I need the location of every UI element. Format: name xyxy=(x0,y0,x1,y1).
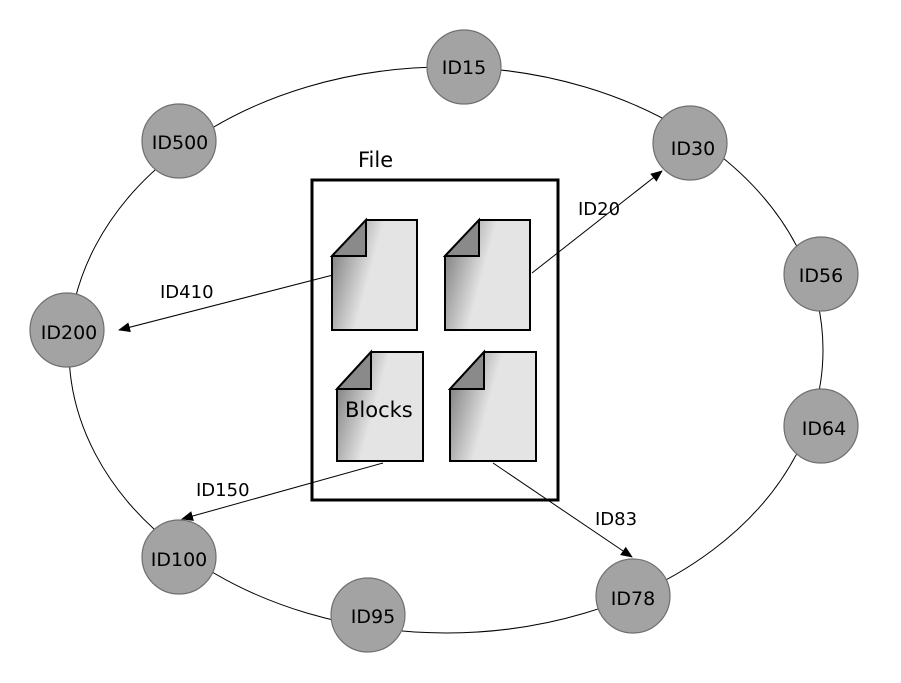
block-document-1 xyxy=(329,217,418,331)
ring-node-id78-label: ID78 xyxy=(611,588,655,610)
ring-node-id15: ID15 xyxy=(426,29,502,105)
ring-node-id100-label: ID100 xyxy=(151,549,208,571)
arrow-id83: ID83 xyxy=(492,462,637,558)
ring-node-id200: ID200 xyxy=(29,292,105,368)
ring-node-id78: ID78 xyxy=(595,558,671,634)
block-document-4 xyxy=(447,349,537,462)
ring-node-id30-label: ID30 xyxy=(671,138,715,160)
arrow-id150-label: ID150 xyxy=(196,480,250,501)
blocks-label: Blocks xyxy=(345,398,413,422)
ring-node-id56-label: ID56 xyxy=(799,265,843,287)
ring-node-id100: ID100 xyxy=(141,519,217,595)
ring-node-id15-label: ID15 xyxy=(442,57,486,79)
ring-node-id500-label: ID500 xyxy=(152,132,209,154)
ring-node-id64: ID64 xyxy=(783,388,859,464)
ring-node-id500: ID500 xyxy=(141,103,217,179)
arrow-id20-line xyxy=(531,170,663,274)
arrow-id410: ID410 xyxy=(118,274,334,333)
arrow-id410-line xyxy=(118,274,334,333)
ring-node-id56: ID56 xyxy=(783,236,859,312)
arrow-id20-label: ID20 xyxy=(578,199,620,220)
arrow-id150: ID150 xyxy=(181,462,384,521)
arrow-id83-label: ID83 xyxy=(595,509,637,530)
ring-node-id95-label: ID95 xyxy=(351,606,395,628)
ring-node-id64-label: ID64 xyxy=(802,418,846,440)
block-document-3 xyxy=(334,349,424,462)
arrow-id20: ID20 xyxy=(531,170,663,274)
block-document-2 xyxy=(442,217,531,331)
ring-node-id95: ID95 xyxy=(330,577,406,653)
ring-node-id200-label: ID200 xyxy=(41,322,98,344)
file-title: File xyxy=(358,148,393,172)
arrow-id150-line xyxy=(181,462,384,521)
arrow-id410-label: ID410 xyxy=(160,282,214,303)
arrow-id83-line xyxy=(492,462,633,558)
ring-node-id30: ID30 xyxy=(652,105,728,181)
